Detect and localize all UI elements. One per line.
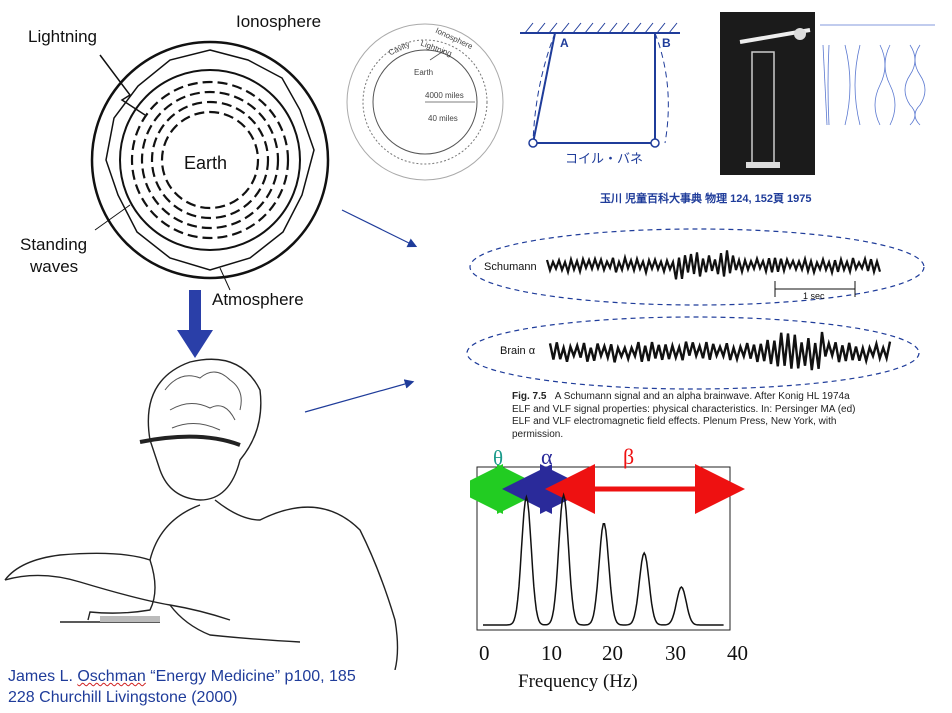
lightning-bolt <box>99 54 146 116</box>
standing-waves-label-1: Standing <box>20 235 88 254</box>
cavity-earth-label: Earth <box>414 68 434 77</box>
wave-zigzag <box>105 49 315 271</box>
ionosphere-label: Ionosphere <box>236 12 322 31</box>
distance-label-4000: 4000 miles <box>425 91 464 100</box>
theta-label: θ <box>493 446 504 470</box>
citation-line-1: James L. Oschman “Energy Medicine” p100,… <box>8 666 356 687</box>
atmosphere-label: Atmosphere <box>212 290 304 309</box>
brain-alpha-trace <box>548 331 892 371</box>
spring-label-b: B <box>662 36 671 50</box>
connector-arrows <box>304 209 418 413</box>
ionosphere-ring <box>90 40 330 280</box>
beta-label: β <box>623 444 635 469</box>
earth-ionosphere-diagram <box>90 40 330 291</box>
schumann-label: Schumann <box>484 261 537 273</box>
jp-caption: 玉川 児童百科大事典 物理 124, 152頁 1975 <box>600 193 812 205</box>
standing-wave-arcs <box>130 80 290 240</box>
figure-caption-text: A Schumann signal and an alpha brainwave… <box>512 391 856 440</box>
x-tick-0: 0 <box>479 641 490 665</box>
schumann-ellipse <box>469 228 925 306</box>
earth-label: Earth <box>184 153 228 173</box>
citation-title: “Energy Medicine” p100, 185 <box>145 668 356 685</box>
citation-author: James L. <box>8 668 78 685</box>
citation-surname: Oschman <box>77 668 146 685</box>
x-tick-20: 20 <box>602 641 623 665</box>
coil-spring-diagram <box>520 22 680 148</box>
figure-caption: Fig. 7.5 A Schumann signal and an alpha … <box>512 391 857 441</box>
standing-waves-pointer <box>94 204 131 231</box>
spectrum-curve <box>483 492 724 626</box>
one-second-scale-bar <box>774 281 856 297</box>
scale-label: 1 sec <box>803 291 825 301</box>
tuning-fork-photo <box>720 12 815 175</box>
atmosphere-pointer <box>219 267 231 291</box>
spring-label-a: A <box>560 36 569 50</box>
distance-label-40: 40 miles <box>428 114 458 123</box>
spring-caption: コイル・バネ <box>565 151 644 166</box>
brain-alpha-label: Brain α <box>500 345 536 357</box>
standing-wave-sketch <box>820 24 935 126</box>
x-tick-10: 10 <box>541 641 562 665</box>
cavity-schematic <box>346 23 504 181</box>
citation: James L. Oschman “Energy Medicine” p100,… <box>8 666 356 708</box>
schumann-trace <box>545 250 882 280</box>
x-tick-30: 30 <box>665 641 686 665</box>
x-axis-label: Frequency (Hz) <box>518 671 638 692</box>
atmosphere-ring <box>119 69 301 251</box>
down-arrow-icon <box>177 290 213 358</box>
standing-waves-label-2: waves <box>30 257 79 276</box>
figure-number: Fig. 7.5 <box>512 391 547 402</box>
brain-ellipse <box>466 316 920 390</box>
citation-line-2: 228 Churchill Livingstone (2000) <box>8 689 238 706</box>
lightning-label: Lightning <box>28 27 98 46</box>
signal-traces <box>466 228 925 390</box>
human-figure-drawing <box>4 358 399 670</box>
eeg-spectrum-chart <box>470 464 745 631</box>
alpha-label: α <box>541 444 553 469</box>
x-tick-40: 40 <box>727 641 748 665</box>
